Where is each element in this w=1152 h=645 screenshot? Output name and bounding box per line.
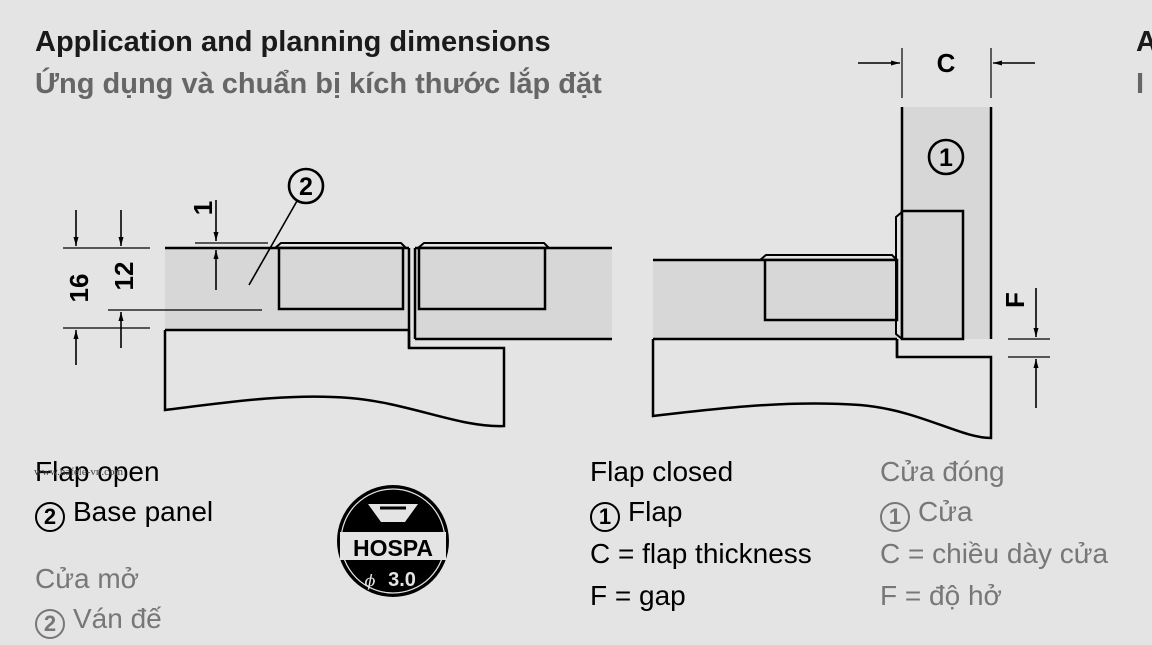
callout-1-badge: 1 bbox=[590, 502, 620, 532]
flap-open-item-vi: 2 Ván đế bbox=[35, 605, 162, 639]
flap-closed-diagram: C 1 F bbox=[651, 48, 1050, 440]
base-panel-label-vi: Ván đế bbox=[73, 603, 162, 634]
flap-label-vi: Cửa bbox=[918, 496, 973, 527]
flap-open-item: 2 Base panel bbox=[35, 498, 213, 532]
c-definition: C = flap thickness bbox=[590, 538, 812, 569]
flap-closed-heading: Flap closed bbox=[590, 456, 734, 487]
callout-2-badge-vi: 2 bbox=[35, 609, 65, 639]
svg-text:2: 2 bbox=[299, 173, 313, 201]
callout-2-circle bbox=[287, 167, 325, 205]
flap-open-heading-vi: Cửa mở bbox=[35, 563, 140, 594]
dim-12-label: 12 bbox=[109, 262, 139, 291]
dim-16-label: 16 bbox=[64, 274, 94, 303]
flap-closed-heading-vi: Cửa đóng bbox=[880, 456, 1005, 487]
callout-1-circle bbox=[927, 138, 965, 176]
callout-1-badge-vi: 1 bbox=[880, 502, 910, 532]
base-panel-label: Base panel bbox=[73, 496, 214, 527]
callout-2-leader bbox=[248, 200, 298, 286]
page-subtitle: Ứng dụng và chuẩn bị kích thước lắp đặt bbox=[35, 68, 602, 100]
hinge-leaf-base bbox=[759, 254, 898, 261]
dim-f-label: F bbox=[1000, 292, 1030, 308]
hinge-leaf-right bbox=[417, 242, 550, 249]
callout-2-badge: 2 bbox=[35, 502, 65, 532]
f-definition: F = gap bbox=[590, 580, 686, 611]
dim-1-label: 1 bbox=[188, 201, 218, 215]
dim-c-label: C bbox=[937, 48, 956, 78]
c-definition-vi: C = chiều dày cửa bbox=[880, 538, 1109, 569]
page-title: Application and planning dimensions bbox=[35, 26, 551, 58]
logo-phi: ϕ bbox=[365, 571, 376, 590]
cabinet-body bbox=[163, 330, 506, 428]
logo-brand: HOSPA bbox=[353, 535, 433, 561]
cut-off-title: A bbox=[1136, 26, 1152, 58]
cabinet-body-closed bbox=[651, 339, 993, 440]
hospa-logo: HOSPA ϕ 3.0 bbox=[337, 485, 449, 597]
f-definition-vi: F = độ hở bbox=[880, 580, 1002, 611]
flap-label: Flap bbox=[628, 496, 683, 527]
flap-open-diagram: 2 16 12 1 bbox=[63, 167, 612, 428]
flap-closed-item-vi: 1 Cửa bbox=[880, 498, 973, 532]
flap-open-heading: Flap open bbox=[35, 456, 160, 487]
svg-text:1: 1 bbox=[939, 144, 953, 172]
hinge-leaf-left bbox=[274, 242, 407, 249]
cut-off-subtitle: I bbox=[1136, 68, 1145, 100]
watermark: www.hafele-vn.com bbox=[34, 466, 124, 478]
flap-closed-item: 1 Flap bbox=[590, 498, 682, 532]
logo-size: 3.0 bbox=[388, 569, 416, 591]
hinge-leaf-flap bbox=[895, 211, 903, 340]
